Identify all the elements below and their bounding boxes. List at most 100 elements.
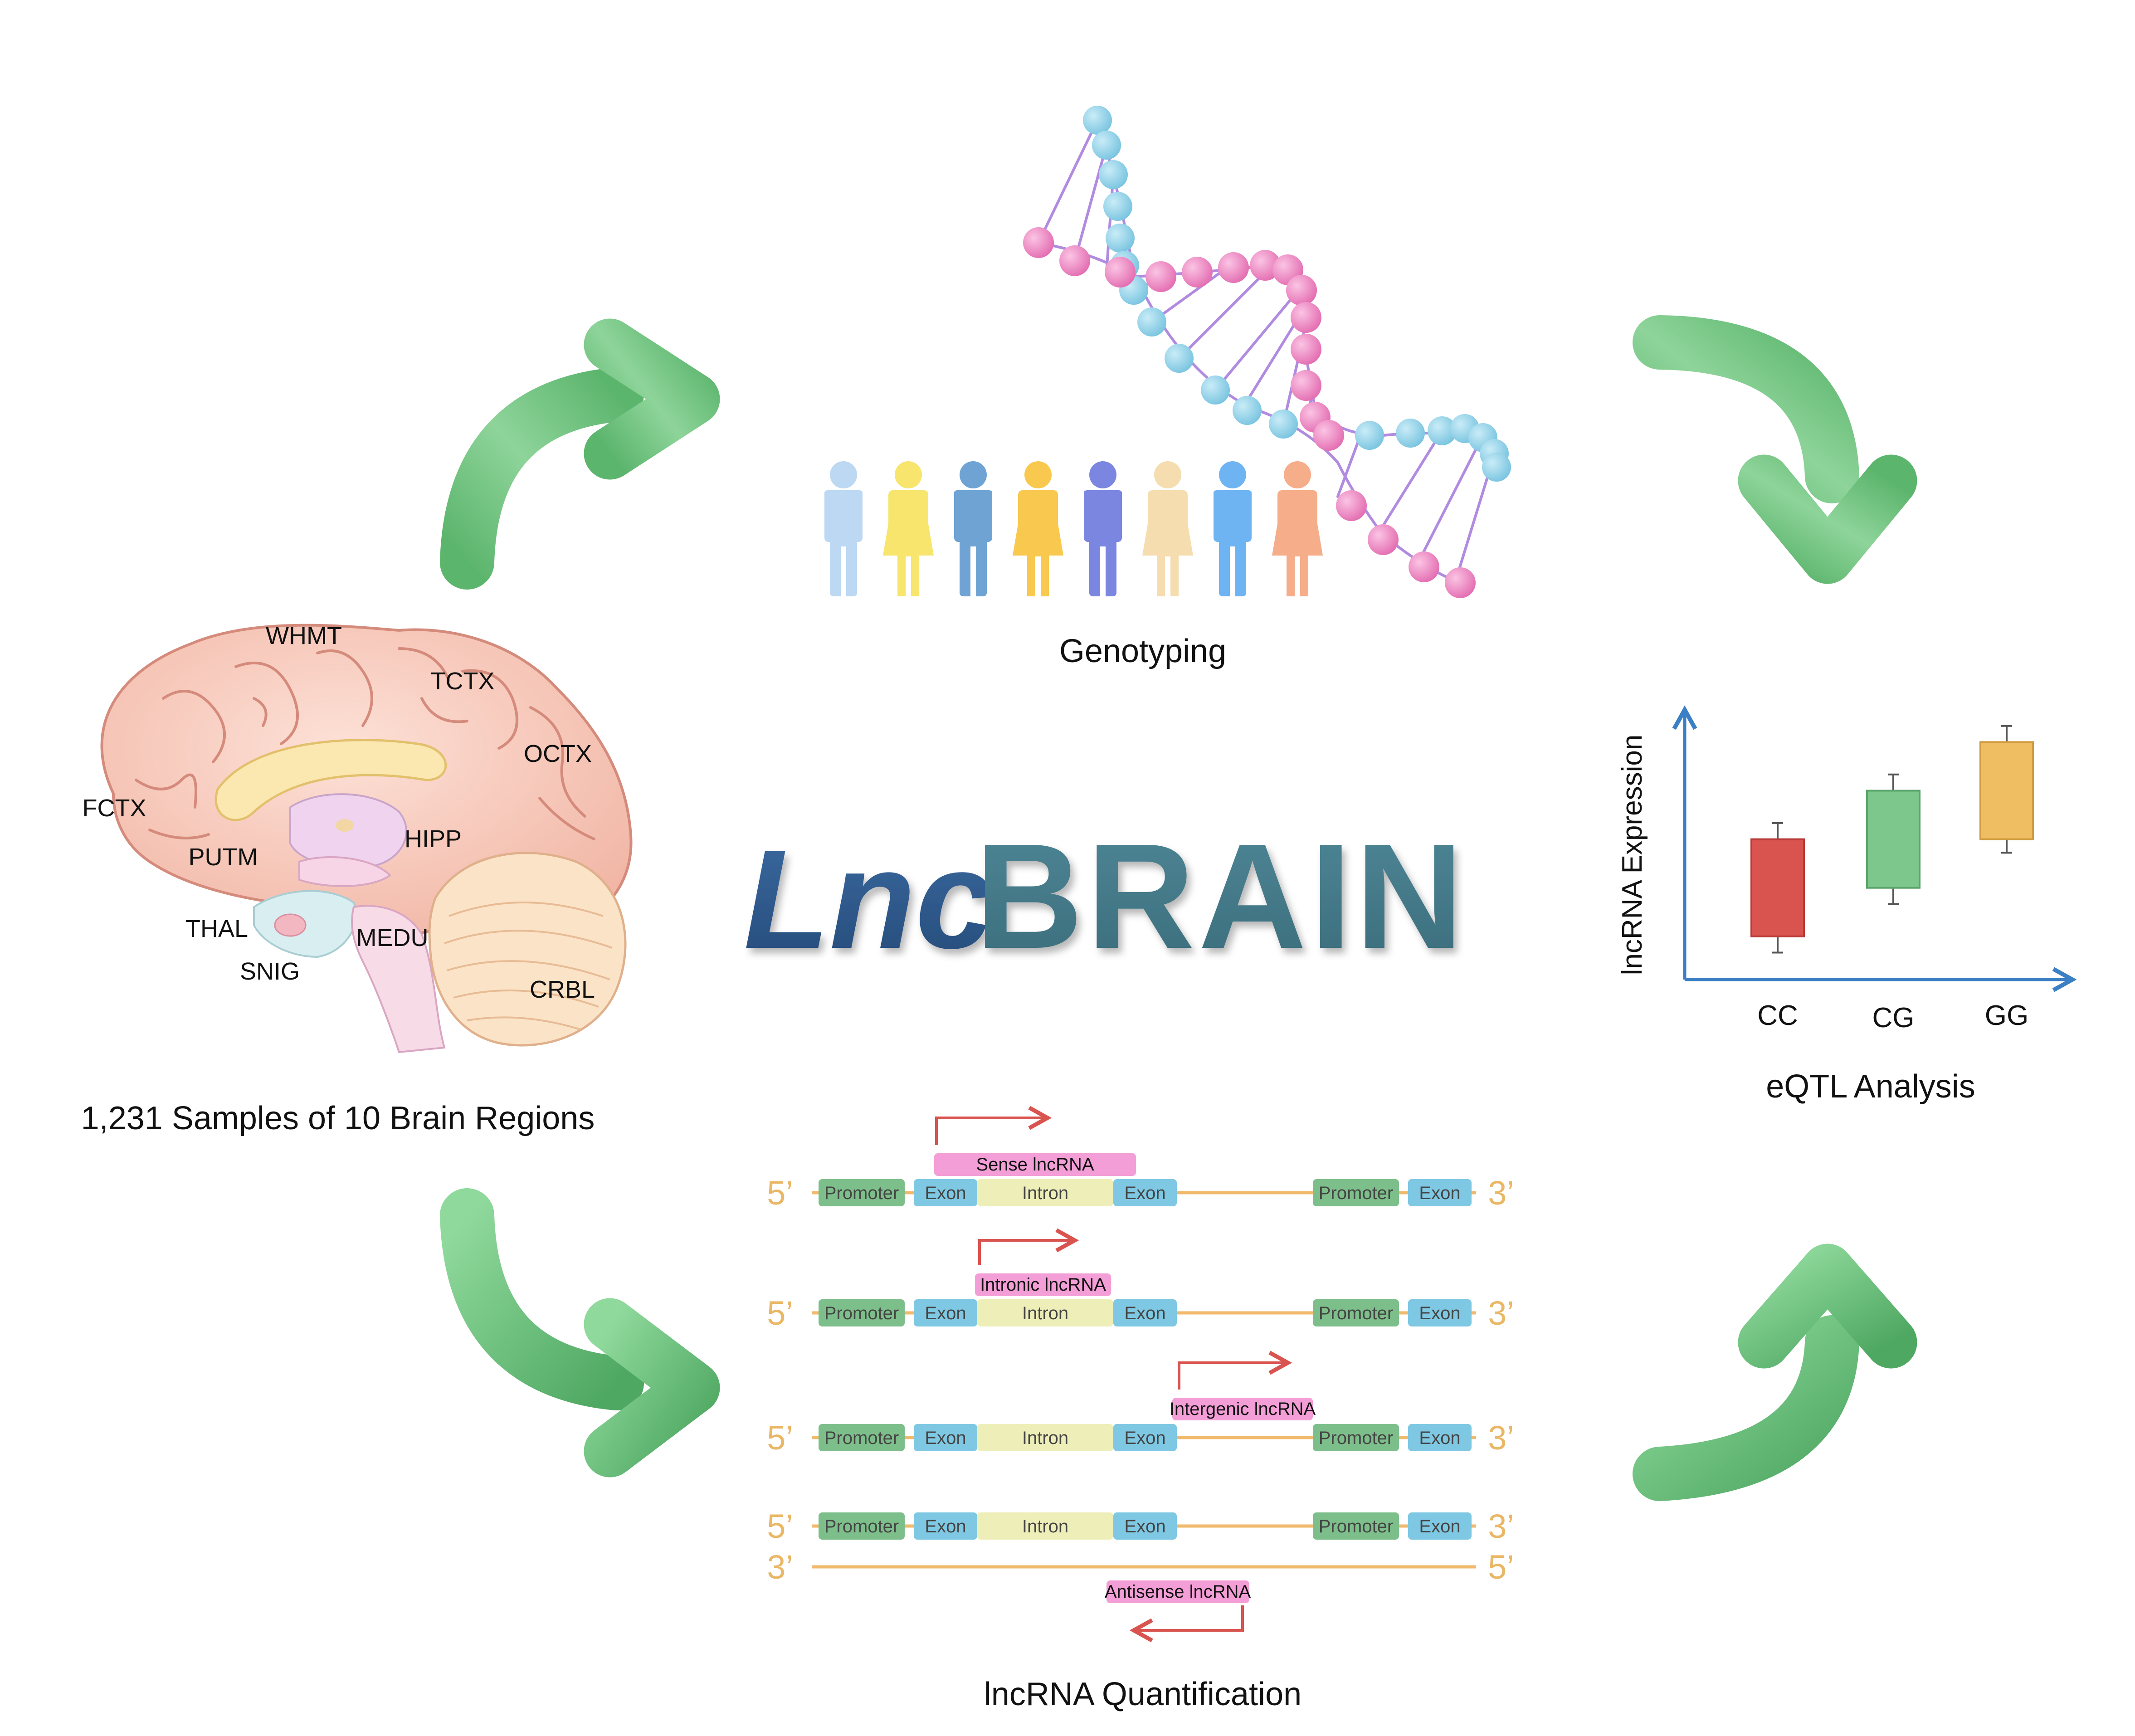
exon-label: Exon bbox=[925, 1428, 966, 1448]
genotype-label-cc: CC bbox=[1757, 1000, 1798, 1031]
exon-segment: Exon bbox=[914, 1179, 977, 1206]
transcript-2: Intronic lncRNA bbox=[975, 1240, 1111, 1296]
intron-box bbox=[977, 1299, 1113, 1326]
exon-segment: Exon bbox=[1113, 1299, 1177, 1326]
person-icon bbox=[1084, 461, 1122, 596]
exon-label: Exon bbox=[1124, 1428, 1165, 1448]
three-prime-end: 3’ bbox=[1488, 1507, 1514, 1545]
promoter-label: Promoter bbox=[1319, 1517, 1394, 1536]
promoter-label: Promoter bbox=[824, 1303, 899, 1323]
population-figures bbox=[824, 461, 1323, 596]
logo-script-text: Lnc bbox=[744, 820, 994, 978]
transcript-label: Antisense lncRNA bbox=[1105, 1582, 1251, 1602]
exon-label: Exon bbox=[1419, 1517, 1460, 1536]
exon-box bbox=[914, 1424, 977, 1451]
genotyping-caption: Genotyping bbox=[1059, 633, 1226, 669]
exon-label: Exon bbox=[1419, 1428, 1460, 1448]
logo-bold-text: BRAIN bbox=[975, 812, 1467, 980]
box-gg bbox=[1979, 725, 2034, 854]
exon-label: Exon bbox=[1419, 1303, 1460, 1323]
region-label-tctx: TCTX bbox=[431, 668, 495, 695]
promoter-label: Promoter bbox=[824, 1428, 899, 1448]
exon-segment: Exon bbox=[914, 1299, 977, 1326]
gene-model-row: 5’ 3’ Promoter Exon Intron Exon Promoter Exon bbox=[767, 1419, 1514, 1457]
arrow-brain-to-quantification bbox=[440, 1188, 720, 1478]
exon-label: Exon bbox=[925, 1183, 966, 1203]
transcript-4: Antisense lncRNA bbox=[1105, 1580, 1251, 1630]
promoter-label: Promoter bbox=[1319, 1428, 1394, 1448]
exon-box bbox=[914, 1299, 977, 1326]
gene-model-row: 5’ 3’ Promoter Exon Intron Exon Promoter Exon bbox=[767, 1294, 1514, 1332]
region-label-octx: OCTX bbox=[524, 740, 592, 767]
exon-segment: Exon bbox=[1408, 1512, 1472, 1540]
region-label-crbl: CRBL bbox=[530, 976, 595, 1003]
box-cc bbox=[1750, 822, 1805, 954]
three-prime-end: 3’ bbox=[767, 1548, 793, 1586]
promoter-label: Promoter bbox=[824, 1517, 899, 1536]
promoter-box bbox=[1313, 1299, 1399, 1326]
exon-segment: Exon bbox=[914, 1512, 977, 1540]
corpus-callosum bbox=[214, 739, 447, 821]
promoter-label: Promoter bbox=[824, 1183, 899, 1203]
intron-label: Intron bbox=[1022, 1183, 1068, 1203]
promoter-segment: Promoter bbox=[819, 1179, 905, 1206]
intron-box bbox=[977, 1179, 1113, 1206]
promoter-box bbox=[1313, 1424, 1399, 1451]
three-prime-end: 3’ bbox=[1488, 1174, 1514, 1212]
intron-segment: Intron bbox=[977, 1299, 1113, 1326]
exon-box bbox=[1408, 1299, 1472, 1326]
brain-region-labels: WHMT TCTX OCTX FCTX PUTM HIPP THAL MEDU … bbox=[83, 622, 595, 1003]
person-icon bbox=[1142, 461, 1193, 596]
region-label-putm: PUTM bbox=[189, 844, 258, 871]
intron-segment: Intron bbox=[977, 1179, 1113, 1206]
region-label-whmt: WHMT bbox=[266, 622, 342, 649]
exon-box bbox=[1408, 1179, 1472, 1206]
transcript-label: Intronic lncRNA bbox=[980, 1275, 1106, 1295]
transcript-bar bbox=[1106, 1580, 1249, 1603]
intron-segment: Intron bbox=[977, 1424, 1113, 1451]
exon-segment: Exon bbox=[1408, 1299, 1472, 1326]
five-prime-end: 5’ bbox=[767, 1294, 793, 1332]
intron-box bbox=[977, 1424, 1113, 1451]
exon-segment: Exon bbox=[1113, 1424, 1177, 1451]
box-cg bbox=[1866, 773, 1921, 905]
transcription-start-arrow bbox=[1178, 1363, 1288, 1390]
box-cg-body bbox=[1866, 790, 1921, 889]
intron-box bbox=[977, 1512, 1113, 1540]
transcript-bar bbox=[1172, 1398, 1313, 1420]
three-prime-end: 3’ bbox=[1488, 1419, 1514, 1457]
intron-label: Intron bbox=[1022, 1517, 1068, 1536]
promoter-box bbox=[819, 1299, 905, 1326]
transcript-label: Intergenic lncRNA bbox=[1170, 1399, 1316, 1419]
intron-label: Intron bbox=[1022, 1303, 1068, 1323]
exon-label: Exon bbox=[1124, 1183, 1165, 1203]
promoter-box bbox=[1313, 1512, 1399, 1540]
person-icon bbox=[954, 461, 992, 596]
promoter-segment: Promoter bbox=[1313, 1179, 1399, 1206]
arrow-genotyping-to-eqtl bbox=[1633, 315, 1917, 584]
promoter-segment: Promoter bbox=[819, 1512, 905, 1540]
exon-box bbox=[1113, 1512, 1177, 1540]
exon-box bbox=[914, 1179, 977, 1206]
eqtl-analysis-caption: eQTL Analysis bbox=[1766, 1068, 1975, 1105]
exon-box bbox=[1408, 1512, 1472, 1540]
promoter-label: Promoter bbox=[1319, 1183, 1394, 1203]
exon-segment: Exon bbox=[1113, 1512, 1177, 1540]
transcript-3: Intergenic lncRNA bbox=[1170, 1363, 1316, 1420]
transcription-start-arrow bbox=[1134, 1605, 1244, 1630]
transcription-start-arrow bbox=[978, 1240, 1075, 1265]
five-prime-end: 5’ bbox=[767, 1419, 793, 1457]
exon-segment: Exon bbox=[1113, 1179, 1177, 1206]
three-prime-end: 3’ bbox=[1488, 1294, 1514, 1332]
lncbrain-logo: Lnc BRAIN bbox=[744, 812, 1467, 980]
quantification-caption: lncRNA Quantification bbox=[984, 1676, 1301, 1712]
transcript-bar bbox=[934, 1153, 1136, 1176]
region-label-thal: THAL bbox=[185, 915, 248, 942]
promoter-segment: Promoter bbox=[819, 1424, 905, 1451]
promoter-label: Promoter bbox=[1319, 1303, 1394, 1323]
person-icon bbox=[1272, 461, 1323, 596]
person-icon bbox=[1013, 461, 1063, 596]
exon-segment: Exon bbox=[1408, 1424, 1472, 1451]
